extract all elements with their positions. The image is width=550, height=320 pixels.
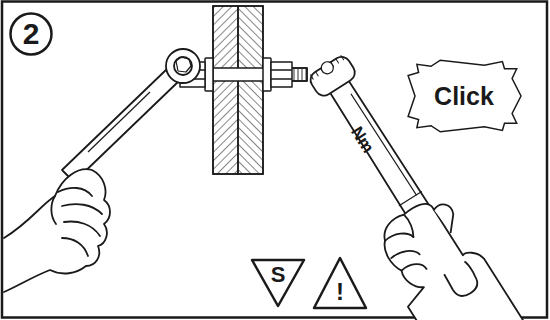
wall-section-part [238, 6, 263, 174]
left-hand-part [58, 188, 92, 196]
circle-outline [11, 14, 52, 55]
special-tool-sign-text: S [271, 264, 286, 286]
bolt-assembly-part [205, 58, 213, 91]
bolt-assembly-part [263, 58, 271, 91]
warning-sign: ! [312, 256, 368, 310]
panel-frame [2, 2, 547, 318]
warning-sign-text: ! [336, 280, 344, 304]
left-hand-part [4, 169, 110, 292]
right-hand-part [364, 190, 527, 320]
left-hand [4, 169, 110, 292]
torque-wrench-part-part [311, 75, 314, 79]
wrench-handle-end [443, 261, 482, 301]
wall-section [213, 6, 263, 174]
wrench-handle-end-part [443, 261, 482, 301]
torque-wrench-part-part [336, 59, 339, 63]
bolt-assembly-part [271, 62, 292, 87]
right-hand-part [433, 201, 461, 234]
left-hand-part [51, 196, 56, 224]
left-hand-part [62, 204, 102, 214]
ring-spanner-part [176, 57, 191, 72]
torque-wrench-part-part [316, 72, 319, 76]
click-burst-text: Click [434, 84, 494, 109]
torque-wrench-part [307, 53, 358, 99]
right-hand-part [381, 227, 431, 282]
torque-wrench-part [311, 56, 344, 80]
left-hand-part [62, 238, 88, 256]
step-number-circle: 2 [9, 12, 53, 56]
wall-section-part [213, 6, 263, 174]
ring-spanner [62, 49, 200, 182]
triangle-down-outline [252, 260, 304, 306]
torque-wrench-part-part [341, 56, 344, 60]
ring-spanner-part [88, 92, 150, 152]
burst-outline [408, 60, 521, 132]
torque-wrench-part [399, 192, 421, 206]
click-burst: Click [405, 58, 523, 134]
right-hand-part [401, 214, 418, 237]
ring-spanner-part [174, 57, 192, 75]
triangle-up-outline [314, 258, 366, 308]
torque-wrench-part [319, 59, 336, 76]
ring-spanner-part [166, 49, 200, 83]
step-number-circle-text: 2 [23, 19, 40, 49]
right-hand [364, 190, 527, 320]
special-tool-sign: S [250, 258, 306, 308]
wall-section-part [213, 6, 238, 174]
ring-spanner-part [62, 68, 180, 182]
left-hand-part [64, 222, 100, 236]
